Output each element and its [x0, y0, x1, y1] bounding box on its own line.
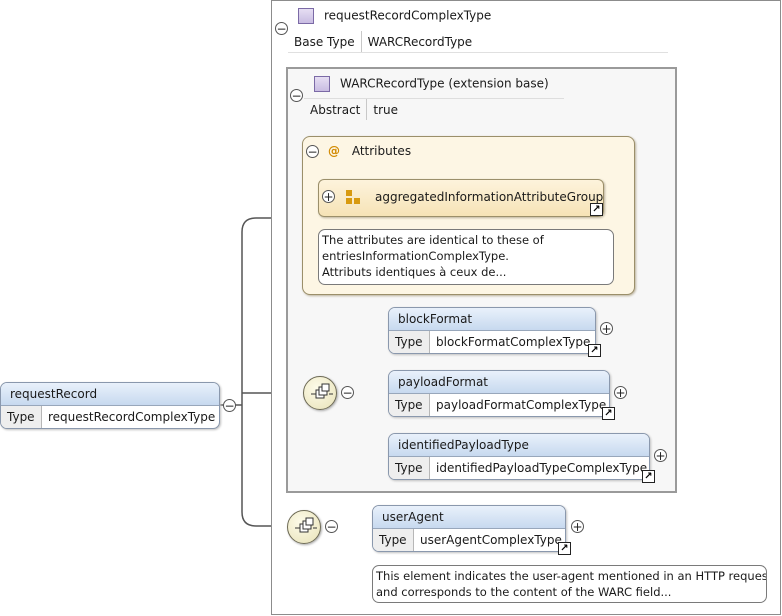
- abstract-label: Abstract: [304, 99, 368, 120]
- root-element-requestRecord[interactable]: requestRecord Type requestRecordComplexT…: [0, 382, 220, 429]
- element-type-value: userAgentComplexType: [420, 533, 562, 547]
- abstract-value: true: [373, 102, 399, 117]
- element-payloadFormat[interactable]: payloadFormat Type payloadFormatComplexT…: [388, 370, 610, 417]
- sequence-compositor-icon-2[interactable]: [287, 510, 321, 544]
- attributes-note-line-2: entriesInformationComplexType.: [322, 249, 509, 263]
- collapse-sequence-2-icon[interactable]: −: [325, 520, 338, 534]
- extension-type-icon: [314, 76, 330, 92]
- expand-userAgent-icon[interactable]: +: [571, 520, 584, 534]
- root-element-type-row: Type requestRecordComplexType: [1, 406, 219, 428]
- element-type-label: Type: [373, 529, 414, 551]
- element-type-label: Type: [389, 331, 430, 353]
- attribute-group-link-icon[interactable]: ↗: [590, 203, 603, 216]
- complex-type-icon: [298, 8, 314, 24]
- base-type-row: Base Type WARCRecordType: [288, 31, 668, 53]
- root-element-type-label: Type: [1, 406, 42, 428]
- element-blockFormat[interactable]: blockFormat Type blockFormatComplexType: [388, 307, 596, 354]
- element-type-label: Type: [389, 457, 430, 479]
- element-name: payloadFormat: [389, 371, 609, 394]
- expand-attribute-group-icon[interactable]: +: [322, 190, 335, 204]
- userAgent-note-line-1: This element indicates the user-agent me…: [376, 569, 767, 583]
- root-element-type-value: requestRecordComplexType: [48, 410, 216, 424]
- attribute-group-icon: [346, 190, 362, 206]
- element-type-value: identifiedPayloadTypeComplexType: [436, 461, 648, 475]
- expand-payloadFormat-icon[interactable]: +: [614, 386, 627, 400]
- payloadFormat-link-icon[interactable]: ↗: [602, 407, 615, 420]
- element-type-value: blockFormatComplexType: [436, 335, 591, 349]
- expand-identifiedPayloadType-icon[interactable]: +: [654, 449, 667, 463]
- attribute-group[interactable]: [318, 179, 604, 217]
- element-type-row: Type identifiedPayloadTypeComplexType: [389, 457, 649, 479]
- element-name: identifiedPayloadType: [389, 434, 649, 457]
- attribute-group-name: aggregatedInformationAttributeGroup: [375, 190, 604, 204]
- at-sign-icon: @: [328, 144, 340, 158]
- collapse-sequence-icon[interactable]: −: [341, 386, 354, 400]
- element-type-row: Type payloadFormatComplexType: [389, 394, 609, 416]
- abstract-row: Abstract true: [304, 98, 564, 120]
- complex-type-name: requestRecordComplexType: [324, 8, 492, 23]
- extension-header: WARCRecordType (extension base): [314, 76, 549, 92]
- element-name: userAgent: [373, 506, 565, 529]
- userAgent-link-icon[interactable]: ↗: [558, 542, 571, 555]
- element-identifiedPayloadType[interactable]: identifiedPayloadType Type identifiedPay…: [388, 433, 650, 480]
- attributes-note-line-3: Attributs identiques à ceux de...: [322, 265, 507, 279]
- attributes-note: The attributes are identical to these of…: [318, 229, 614, 285]
- base-type-value: WARCRecordType: [367, 34, 473, 49]
- base-type-label: Base Type: [288, 31, 362, 52]
- root-element-name: requestRecord: [1, 383, 219, 406]
- complex-type-header: requestRecordComplexType: [298, 8, 491, 24]
- collapse-complex-type-icon[interactable]: −: [275, 22, 288, 36]
- element-type-row: Type userAgentComplexType: [373, 529, 565, 551]
- sequence-compositor-icon[interactable]: [303, 376, 337, 410]
- element-type-value: payloadFormatComplexType: [436, 398, 607, 412]
- collapse-attributes-icon[interactable]: −: [306, 145, 319, 159]
- sequence-glyph: [295, 517, 317, 533]
- blockFormat-link-icon[interactable]: ↗: [588, 344, 601, 357]
- sequence-glyph: [311, 383, 333, 399]
- identifiedPayloadType-link-icon[interactable]: ↗: [642, 470, 655, 483]
- element-type-row: Type blockFormatComplexType: [389, 331, 595, 353]
- attributes-header: @ Attributes: [328, 144, 411, 158]
- collapse-root-element-icon[interactable]: −: [223, 399, 236, 413]
- userAgent-note-line-2: and corresponds to the content of the WA…: [376, 585, 672, 599]
- extension-name: WARCRecordType (extension base): [340, 76, 549, 91]
- element-name: blockFormat: [389, 308, 595, 331]
- collapse-extension-icon[interactable]: −: [290, 89, 303, 103]
- attributes-title: Attributes: [351, 144, 412, 158]
- userAgent-note: This element indicates the user-agent me…: [372, 565, 767, 603]
- attributes-note-line-1: The attributes are identical to these of: [322, 233, 544, 247]
- expand-blockFormat-icon[interactable]: +: [600, 322, 613, 336]
- element-userAgent[interactable]: userAgent Type userAgentComplexType: [372, 505, 566, 552]
- element-type-label: Type: [389, 394, 430, 416]
